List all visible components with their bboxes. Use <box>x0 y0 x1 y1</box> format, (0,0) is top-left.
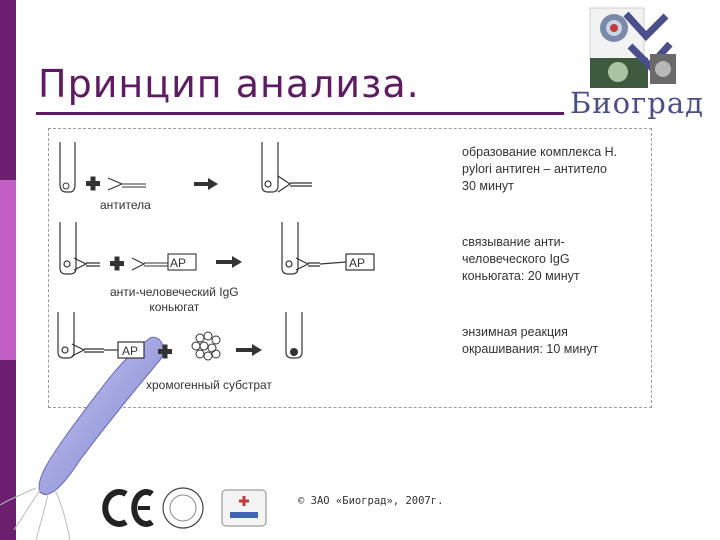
step-1-text: образование комплекса H. pylori антиген … <box>462 145 618 193</box>
row1-antibody-icon <box>107 177 146 191</box>
ap-label-row3: AP <box>122 344 139 358</box>
row2-plus-icon <box>110 256 124 271</box>
row3-well <box>57 312 145 359</box>
ap-label-row2-conjugate: AP <box>170 256 187 270</box>
row3-colored-well <box>285 312 303 359</box>
substrate-label: хромогенный субстрат <box>146 378 272 392</box>
copyright-note: © ЗАО «Биоград», 2007г. <box>298 495 444 507</box>
step-2-text: связывание анти- человеческого IgG конью… <box>462 235 580 283</box>
row2-result-well <box>281 222 375 275</box>
substrate-icon <box>191 331 221 361</box>
row1-well <box>59 142 76 193</box>
sidebar-stripe-top <box>0 0 16 180</box>
antibodies-label: антитела <box>100 198 151 212</box>
row1-result-well <box>261 142 312 193</box>
ce-mark <box>102 489 154 527</box>
quality-seal-icon <box>221 489 267 527</box>
brand-name: Биоград <box>570 86 705 120</box>
row3-plus-icon <box>158 344 172 359</box>
biograd-logo <box>589 7 676 88</box>
bacterium-illustration <box>0 336 164 540</box>
row2-complex-well <box>59 222 100 275</box>
row2-conjugate-icon <box>131 253 197 271</box>
title-underline <box>36 112 564 115</box>
page-title: Принцип анализа. <box>38 62 420 106</box>
sidebar-stripe-middle <box>0 180 16 360</box>
step-3-text: энзимная реакция окрашивания: 10 минут <box>462 325 599 356</box>
row1-plus-icon <box>86 176 100 191</box>
conjugate-label: анти-человеческий IgG коньюгат <box>110 285 239 314</box>
iso-certificate-icon <box>162 487 204 529</box>
assay-panel <box>48 128 652 408</box>
sidebar-stripe-bottom <box>0 360 16 540</box>
ap-label-row2-result: AP <box>349 256 366 270</box>
